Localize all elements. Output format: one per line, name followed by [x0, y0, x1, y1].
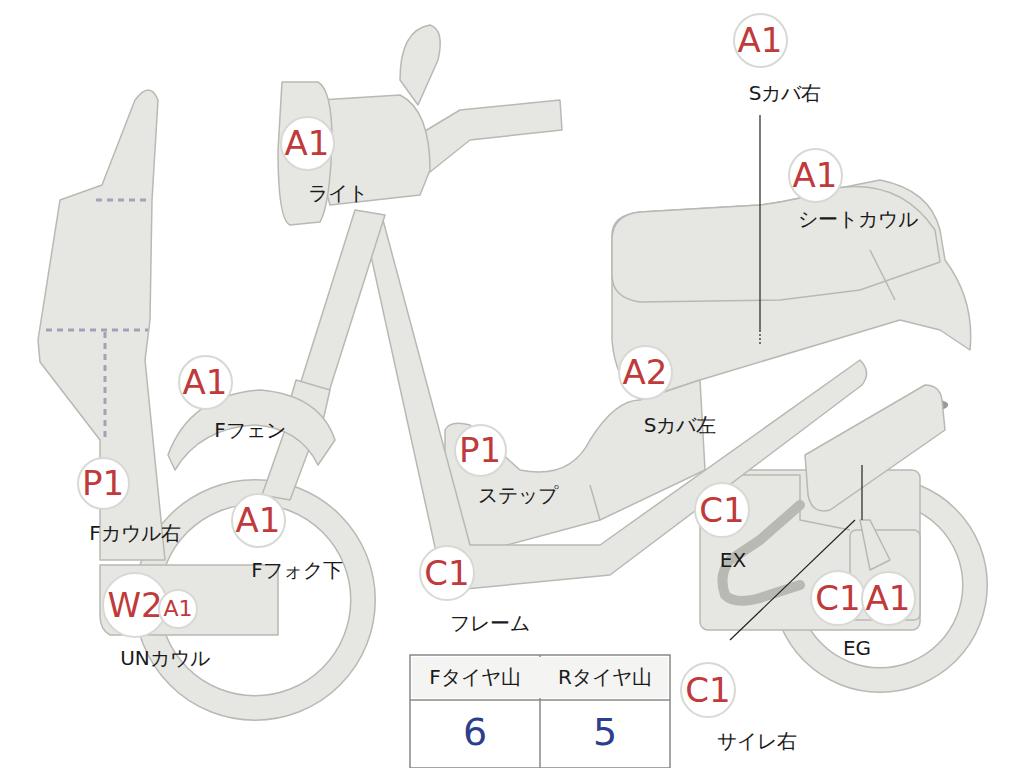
- damage-code: A2: [623, 355, 668, 389]
- table-cell: 6: [463, 712, 487, 754]
- part-name: シートカウル: [798, 208, 918, 230]
- damage-code: A1: [793, 158, 838, 192]
- seat-seam: [870, 250, 895, 300]
- damage-code: P1: [459, 433, 501, 467]
- handlebar: [410, 100, 562, 180]
- damage-code: A1: [236, 503, 281, 537]
- damage-code: W2: [107, 588, 162, 622]
- part-name: Fフェン: [214, 419, 286, 441]
- part-name: Sカバ左: [644, 414, 717, 436]
- damage-code: C1: [815, 581, 860, 615]
- part-name: Sカバ右: [749, 82, 822, 104]
- callout-circle: C1: [694, 482, 750, 538]
- leader-line: [861, 465, 862, 520]
- mirror: [400, 25, 440, 105]
- callout-circle: A2: [618, 345, 673, 400]
- damage-code: C1: [699, 493, 744, 527]
- callout-circle: A1: [231, 493, 286, 548]
- panel-seam: [96, 199, 150, 202]
- damage-code: P1: [82, 466, 124, 500]
- front-cowl: [38, 90, 165, 560]
- part-name: EX: [720, 549, 746, 571]
- callout-circle: P1: [454, 424, 507, 477]
- callout-circle: C1: [680, 662, 736, 718]
- leader-line: [759, 330, 760, 345]
- part-name: EG: [843, 637, 871, 659]
- callout-circle: A1: [158, 589, 198, 629]
- damage-code: A1: [285, 126, 330, 160]
- panel-seam: [104, 332, 107, 440]
- part-name: フレーム: [450, 612, 530, 634]
- side-cover: [612, 180, 971, 400]
- table-header: [412, 657, 668, 698]
- seat: [612, 186, 940, 302]
- part-name: Fカウル右: [89, 522, 181, 544]
- callout-circle: A1: [733, 13, 788, 68]
- callout-circle: P1: [77, 457, 130, 510]
- part-name: サイレ右: [717, 730, 797, 752]
- panel-seam: [46, 329, 148, 332]
- part-name: Fフォク下: [251, 559, 343, 581]
- tire-table: [410, 655, 670, 768]
- frame: [362, 215, 867, 590]
- leader-line: [759, 115, 760, 330]
- callout-circle: C1: [419, 545, 475, 601]
- damage-code: A1: [183, 365, 228, 399]
- callout-circle: A1: [861, 571, 916, 626]
- table-cell: Fタイヤ山: [429, 666, 521, 688]
- callout-circle: A1: [788, 148, 843, 203]
- callout-circle: C1: [810, 570, 866, 626]
- part-name: ステップ: [478, 484, 558, 506]
- damage-code: A1: [866, 581, 911, 615]
- damage-code: A1: [163, 598, 192, 620]
- callout-circle: A1: [280, 116, 335, 171]
- part-name: ライト: [308, 182, 368, 204]
- rear-shock: [860, 520, 890, 570]
- damage-code: C1: [424, 556, 469, 590]
- callout-circle: A1: [178, 355, 233, 410]
- damage-code: C1: [685, 673, 730, 707]
- part-name: UNカウル: [120, 647, 210, 669]
- table-cell: 5: [593, 712, 617, 754]
- table-cell: Rタイヤ山: [558, 666, 652, 688]
- step-seam: [590, 485, 600, 520]
- damage-code: A1: [738, 23, 783, 57]
